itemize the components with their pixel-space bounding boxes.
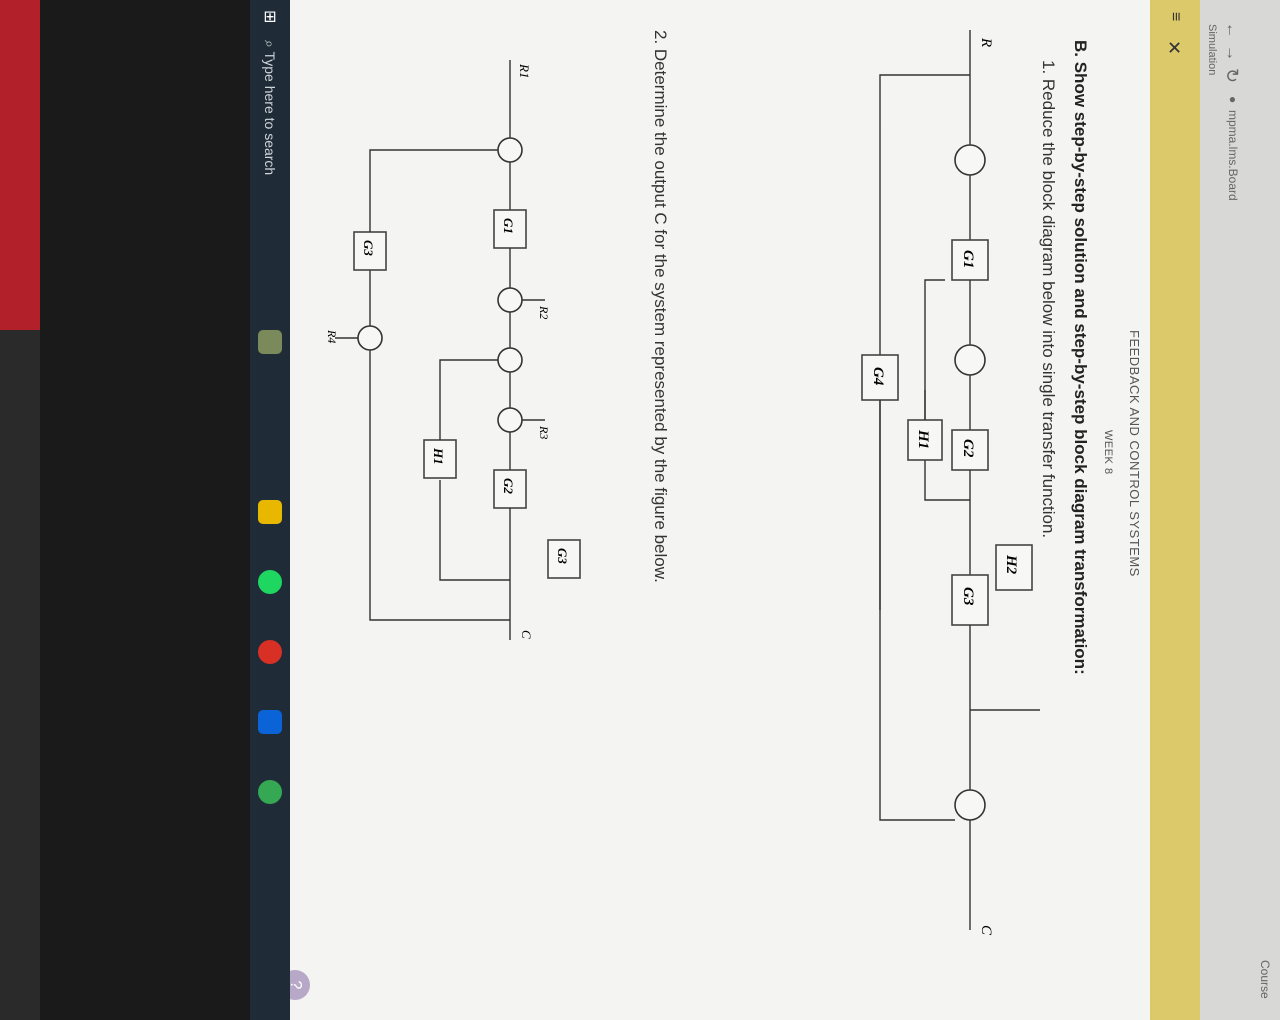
forward-icon[interactable]: → bbox=[1223, 45, 1240, 61]
taskbar-search-input[interactable]: ⌕ Type here to search bbox=[256, 40, 284, 270]
d2-block-g2-label: G2 bbox=[501, 478, 516, 494]
taskbar-search-placeholder: Type here to search bbox=[262, 51, 278, 176]
d2-sum-junction-1 bbox=[497, 137, 523, 163]
d2-sum-junction-5 bbox=[357, 325, 383, 351]
d2-block-g1-label: G1 bbox=[501, 218, 516, 234]
file-explorer-icon[interactable] bbox=[258, 500, 282, 524]
windows-start-icon[interactable]: ⊞ bbox=[261, 10, 278, 24]
mail-icon[interactable] bbox=[258, 710, 282, 734]
d1-block-g1-label: G1 bbox=[960, 250, 976, 268]
chrome-alt-icon[interactable] bbox=[258, 780, 282, 804]
d1-block-h1-label: H1 bbox=[915, 429, 931, 449]
d1-sum-junction-2 bbox=[954, 344, 986, 376]
block-diagram-1: R G1 G2 G3 C G4 bbox=[861, 30, 1040, 936]
bookmark-simulation[interactable]: Simulation bbox=[1206, 24, 1218, 76]
course-title: FEEDBACK AND CONTROL SYSTEMS bbox=[1127, 330, 1142, 577]
d2-input-r3: R3 bbox=[537, 425, 551, 439]
d2-input-r4: R4 bbox=[325, 329, 339, 343]
address-bar[interactable]: mpma.lms.Board bbox=[1226, 110, 1240, 201]
d1-block-g4-label: G4 bbox=[870, 367, 886, 386]
block-diagram-2: R1 G1 R2 R3 G2 C H1 bbox=[325, 60, 581, 640]
d2-sum-junction-4 bbox=[497, 407, 523, 433]
d2-block-h2-label: H1 bbox=[431, 447, 446, 465]
d1-input-label: R bbox=[978, 37, 994, 47]
d1-sum-junction-1 bbox=[954, 144, 986, 176]
widgets-icon[interactable] bbox=[258, 330, 282, 354]
reload-icon[interactable]: ↻ bbox=[1222, 68, 1242, 84]
section-heading: B. Show step-by-step solution and step-b… bbox=[1071, 40, 1090, 675]
tab-title[interactable]: Course bbox=[1258, 960, 1272, 999]
d1-block-h2 bbox=[995, 544, 1033, 591]
close-icon[interactable]: ✕ bbox=[1164, 40, 1184, 56]
back-icon[interactable]: ← bbox=[1223, 22, 1240, 38]
laptop-bezel bbox=[40, 0, 250, 1020]
week-label: WEEK 8 bbox=[1102, 430, 1114, 475]
d2-block-g3 bbox=[547, 539, 581, 579]
chrome-icon[interactable] bbox=[258, 640, 282, 664]
spotify-icon[interactable] bbox=[258, 570, 282, 594]
d1-sum-junction-3 bbox=[954, 789, 986, 821]
d1-block-g2-label: G2 bbox=[960, 439, 976, 458]
d1-block-g3-label: G3 bbox=[960, 587, 976, 606]
d2-input-r2: R2 bbox=[537, 305, 551, 319]
d2-sum-junction-3 bbox=[497, 347, 523, 373]
lock-icon: ● bbox=[1226, 96, 1240, 104]
d2-input-r1: R1 bbox=[517, 63, 532, 78]
d1-output-label: C bbox=[978, 925, 994, 936]
d1-block-h2-label: H2 bbox=[1003, 554, 1019, 575]
d2-block-g3-label: G3 bbox=[555, 548, 570, 564]
browser-toolbar: Course ← → ↻ ● mpma.lms.Board Simulation bbox=[1199, 0, 1280, 1020]
question-1: 1. Reduce the block diagram below into s… bbox=[1039, 60, 1058, 539]
d2-sum-junction-2 bbox=[497, 287, 523, 313]
menu-icon[interactable]: ≡ bbox=[1167, 12, 1184, 22]
search-icon: ⌕ bbox=[262, 40, 278, 52]
windows-taskbar: ⊞ ⌕ Type here to search bbox=[250, 0, 290, 1020]
d2-block-h1-label: G3 bbox=[361, 240, 376, 256]
background-red-object bbox=[0, 0, 40, 330]
question-2: 2. Determine the output C for the system… bbox=[651, 30, 670, 583]
document-header-strip: ✕ ≡ bbox=[1150, 0, 1200, 1020]
laptop-screen: Course ← → ↻ ● mpma.lms.Board Simulation… bbox=[250, 0, 1280, 1020]
document-page: FEEDBACK AND CONTROL SYSTEMS WEEK 8 B. S… bbox=[280, 0, 1150, 1020]
d2-output-c: C bbox=[519, 630, 534, 639]
